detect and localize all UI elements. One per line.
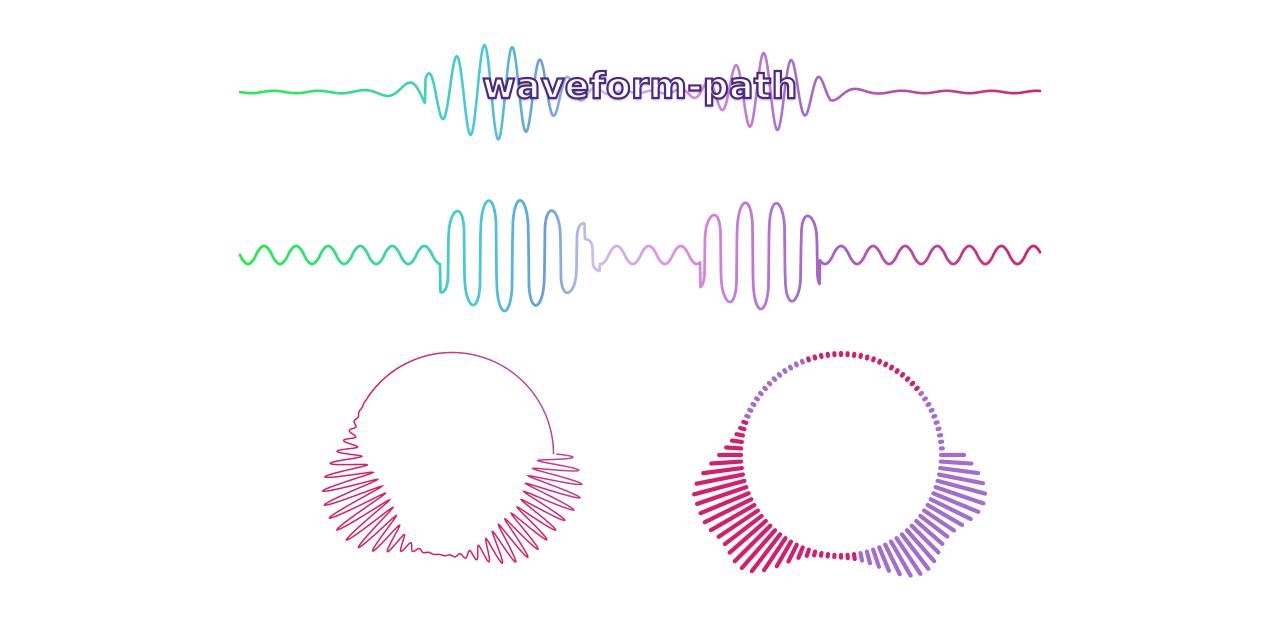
polar-bar	[709, 459, 744, 466]
polar-bar	[864, 354, 870, 361]
polar-bar	[701, 465, 744, 476]
polar-bar	[914, 385, 920, 392]
polar-bar	[694, 485, 749, 506]
rounded-waveform-path	[238, 199, 1042, 313]
polar-bar	[716, 508, 760, 539]
polar-bar	[796, 545, 805, 560]
linear-waveform-path	[238, 43, 1042, 141]
polar-bar	[938, 459, 974, 466]
polar-bar	[692, 478, 747, 497]
polar-waveform	[321, 351, 584, 565]
polar-bar	[918, 390, 925, 397]
polar-bar	[931, 491, 981, 514]
polar-bar	[864, 549, 873, 566]
polar-bar	[744, 413, 751, 419]
polar-bar	[899, 532, 931, 571]
mirrored-rounded-waveform	[238, 199, 1042, 313]
polar-bar	[922, 396, 928, 402]
polar-bar	[757, 390, 764, 397]
polar-bar	[732, 523, 773, 564]
polar-bar	[708, 502, 757, 533]
polar-bar	[754, 396, 760, 402]
polar-bar	[812, 354, 818, 361]
polar-bar	[877, 545, 892, 573]
polar-bar	[851, 552, 857, 562]
polar-bar	[804, 547, 811, 558]
polar-bar	[928, 497, 973, 522]
polar-bar	[936, 472, 986, 486]
polar-bar	[935, 426, 942, 432]
polar-bar	[918, 513, 950, 539]
polar-bar	[894, 536, 923, 576]
polar-bar	[909, 380, 916, 387]
polar-bar	[935, 478, 988, 496]
polar-bar	[694, 472, 746, 486]
polar-bar	[776, 371, 783, 378]
polar-bar	[739, 528, 778, 571]
polar-bar	[741, 419, 749, 425]
polar-bar	[899, 371, 906, 378]
polar-bar	[894, 368, 900, 374]
polar-bar	[698, 491, 751, 516]
polar-bar	[729, 438, 744, 445]
polar-bar	[877, 358, 883, 365]
linear-waveform	[238, 43, 1042, 141]
polar-bar	[928, 407, 935, 413]
polar-bar	[888, 539, 913, 578]
polar-bar	[933, 485, 986, 506]
polar-bar	[762, 385, 768, 392]
polar-bar	[938, 465, 981, 476]
polar-bar	[904, 376, 911, 382]
polar-bar	[738, 425, 747, 432]
polar-bar	[883, 542, 902, 577]
polar-bar	[771, 376, 778, 382]
polar-bar	[931, 413, 938, 419]
polar-bars	[692, 350, 988, 578]
polar-bar	[787, 364, 794, 371]
polar-bar	[702, 497, 754, 525]
polar-bar	[914, 518, 945, 547]
polar-bar	[925, 401, 932, 408]
polar-bar	[766, 380, 773, 387]
polar-bar	[922, 508, 957, 533]
polar-bar	[871, 547, 882, 569]
polar-bar	[871, 356, 876, 363]
polar-waveform-path	[321, 351, 584, 565]
polar-bar	[818, 550, 824, 558]
polar-bar	[724, 445, 744, 451]
polar-bar	[909, 523, 941, 555]
polar-bar	[727, 518, 768, 555]
polar-bar	[749, 532, 783, 574]
polar-bar	[925, 502, 965, 528]
polar-bar	[786, 542, 799, 564]
polar-bar	[806, 356, 811, 363]
polar-bar	[888, 364, 895, 371]
polar-bar	[933, 420, 940, 425]
polar-bar	[858, 550, 865, 563]
polar-bar	[774, 539, 794, 569]
polar-bar	[750, 401, 757, 408]
polar-bar	[722, 513, 764, 547]
polar-bar	[883, 361, 889, 368]
polar-bar	[904, 528, 937, 564]
polar-bar	[799, 358, 805, 365]
polar-bar	[793, 361, 799, 368]
polar-bar	[747, 407, 754, 413]
polar-bar	[761, 536, 788, 573]
polar-bar	[734, 432, 746, 438]
polar-bar	[782, 368, 788, 374]
polar-bar	[812, 549, 818, 558]
